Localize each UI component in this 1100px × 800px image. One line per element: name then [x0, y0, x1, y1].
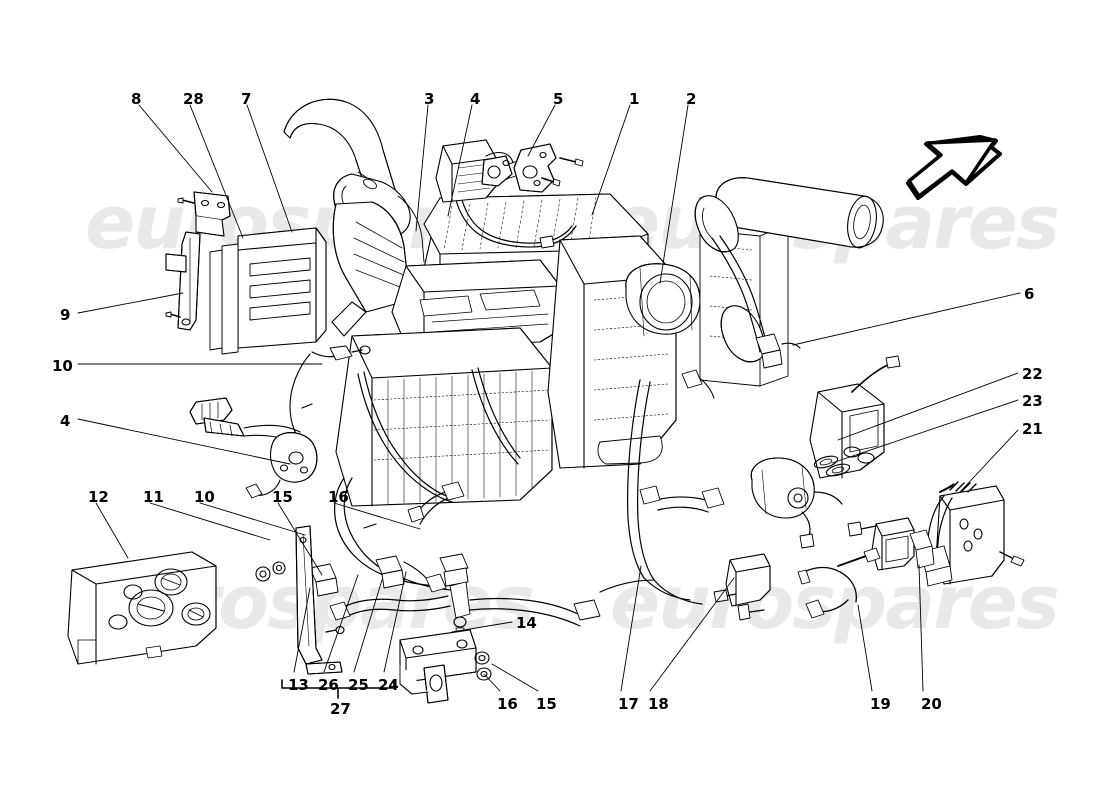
relay-control-module [919, 481, 1025, 587]
leader-line [95, 502, 129, 559]
leader-line [77, 418, 291, 465]
callout-number: 9 [60, 306, 71, 324]
group-27-bracket [281, 679, 395, 699]
callout-number: 26 [318, 676, 339, 694]
callout-number: 20 [921, 695, 942, 713]
switch-block-20 [847, 517, 935, 571]
callout-number: 11 [143, 488, 164, 506]
leader-line [659, 104, 689, 284]
actuator-motor-top [435, 139, 527, 203]
leader-line [333, 502, 421, 530]
relay-18 [713, 553, 771, 621]
callout-leader-lines [77, 104, 1021, 692]
callout-number: 16 [497, 695, 518, 713]
callout-number: 19 [870, 695, 891, 713]
leader-line [383, 571, 407, 673]
leader-line [199, 502, 306, 536]
callout-number: 28 [183, 90, 204, 108]
temperature-sensor-probe [797, 547, 881, 619]
lever-plate-5 [513, 143, 584, 193]
callout-number: 4 [60, 412, 71, 430]
leader-line [293, 587, 311, 673]
callout-number: 13 [288, 676, 309, 694]
mounting-bracket-plate [399, 629, 492, 704]
callout-number: 15 [272, 488, 293, 506]
leader-line [149, 502, 271, 541]
callout-number: 15 [536, 695, 557, 713]
leader-line [277, 502, 323, 576]
forward-direction-arrow [906, 135, 1002, 200]
callout-number: 16 [328, 488, 349, 506]
leader-line [138, 104, 213, 193]
leader-line [857, 604, 873, 692]
leader-line [831, 399, 1019, 464]
callout-number: 7 [241, 90, 252, 108]
harness-17 [599, 369, 725, 605]
callout-number: 14 [516, 614, 537, 632]
leader-line [483, 673, 501, 692]
mounting-bracket-8 [165, 191, 231, 331]
callout-number: 6 [1024, 285, 1035, 303]
leader-line [527, 104, 556, 157]
callout-number: 2 [686, 90, 697, 108]
leader-line [415, 104, 429, 232]
leader-line [353, 579, 383, 673]
leader-line [491, 663, 539, 692]
callout-number: 5 [553, 90, 564, 108]
callout-number: 17 [618, 695, 639, 713]
actuator-motor-right [750, 457, 843, 549]
callout-number: 1 [629, 90, 640, 108]
leader-line [620, 565, 642, 692]
harness-6 [711, 235, 801, 369]
leader-line [918, 564, 924, 692]
climate-control-panel [67, 551, 217, 665]
leader-line [837, 372, 1019, 441]
leader-line [649, 577, 735, 692]
leader-line [959, 429, 1019, 493]
hvac-main-housing [335, 177, 884, 507]
callout-number: 24 [378, 676, 399, 694]
callout-number: 23 [1022, 392, 1043, 410]
leader-line [591, 104, 631, 216]
callout-number: 4 [470, 90, 481, 108]
leader-line [792, 292, 1021, 346]
leader-line [447, 104, 473, 217]
leader-line [451, 621, 513, 633]
leader-line [246, 104, 293, 233]
callout-number: 27 [330, 700, 351, 718]
wiring-harness-left [189, 345, 371, 499]
callout-number: 25 [348, 676, 369, 694]
callout-number: 10 [52, 357, 73, 375]
callout-number: 10 [194, 488, 215, 506]
callout-number: 18 [648, 695, 669, 713]
leader-line [323, 574, 359, 673]
expansion-valve-block [809, 355, 901, 479]
callout-number: 8 [131, 90, 142, 108]
callout-number: 12 [88, 488, 109, 506]
control-amplifier-module [209, 227, 327, 355]
callout-number: 22 [1022, 365, 1043, 383]
air-intake-duct [283, 98, 425, 337]
callout-number: 21 [1022, 420, 1043, 438]
leader-line [77, 292, 184, 314]
leader-line [189, 104, 244, 239]
callout-number: 3 [424, 90, 435, 108]
